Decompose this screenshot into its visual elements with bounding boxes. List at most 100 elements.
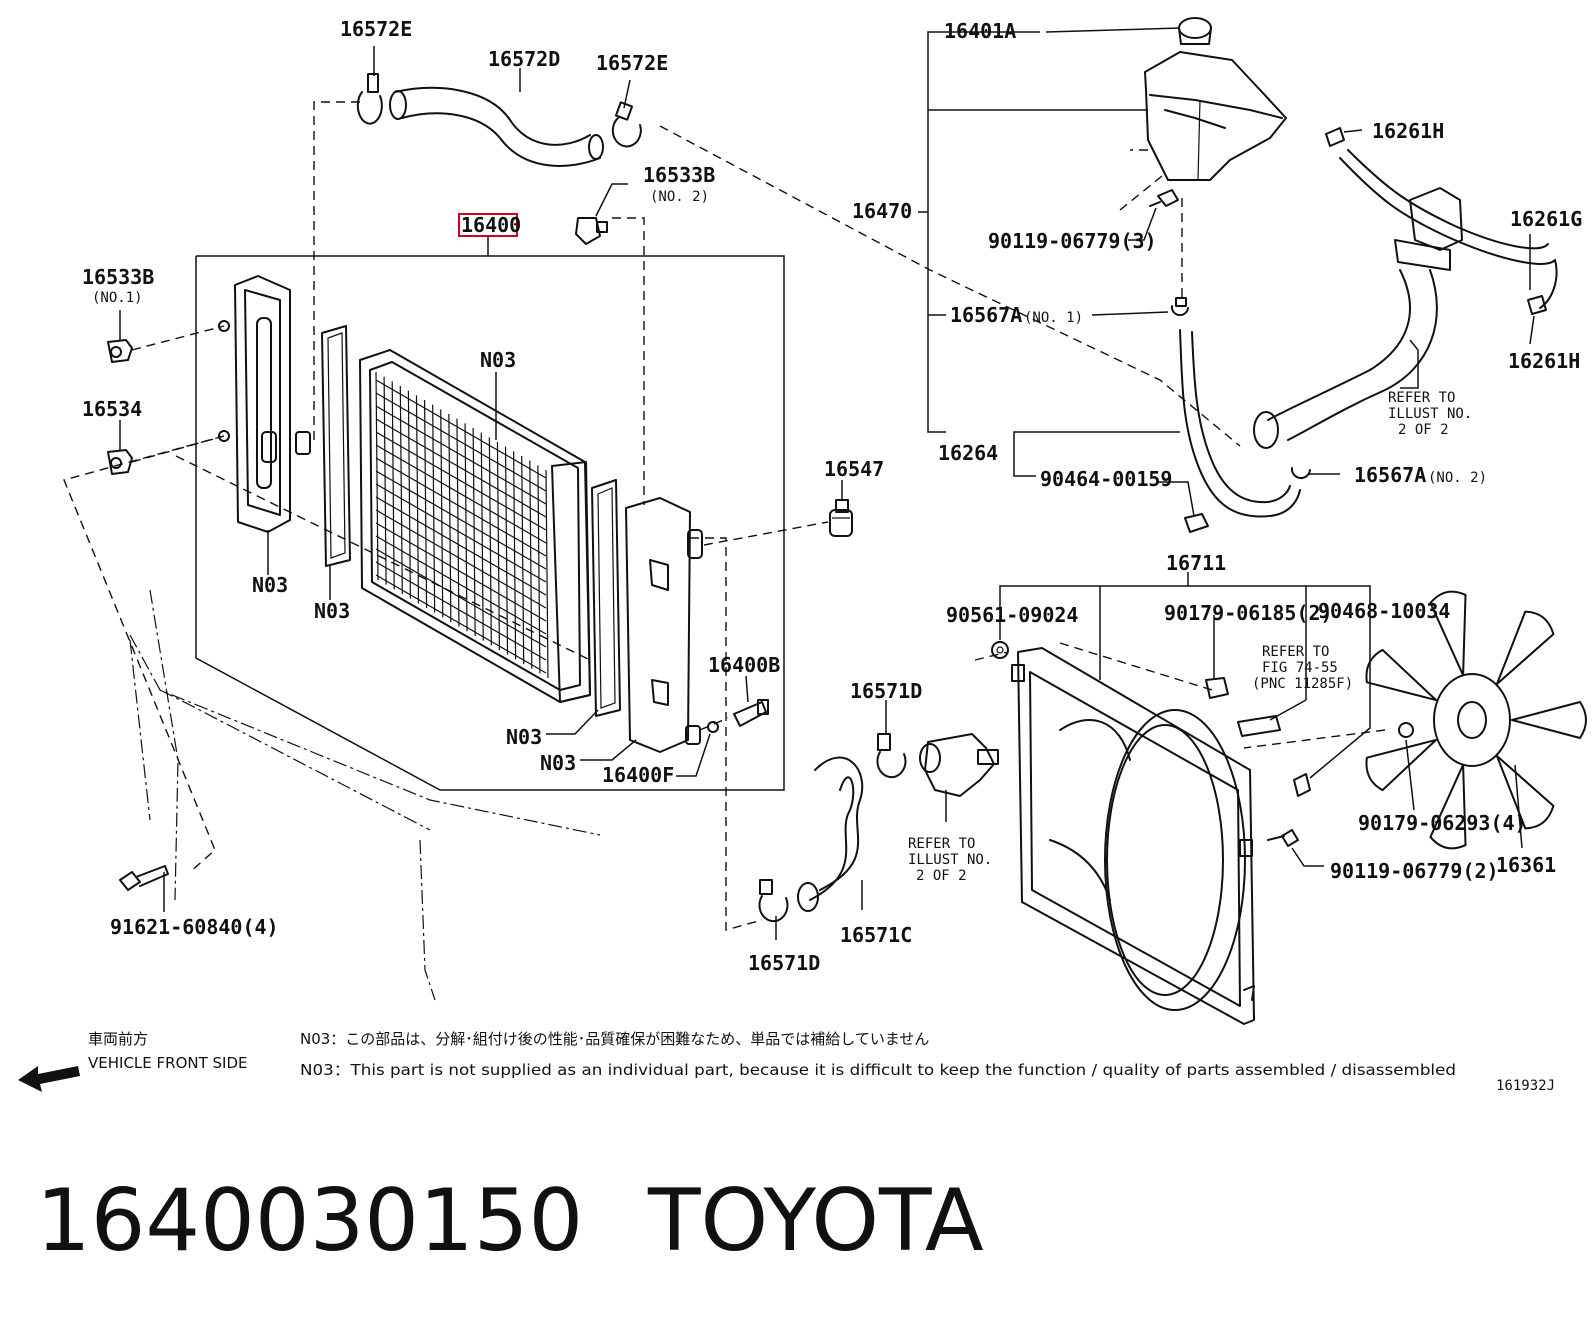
fan-blade [1495,610,1555,686]
radiator-right-tank[interactable] [625,497,703,753]
clamp-16567a-no1[interactable] [1170,297,1189,317]
hose-clip-90464[interactable] [1184,513,1209,533]
bolt-90119-top[interactable] [1149,189,1179,207]
hose-clamp-16571d-top[interactable] [876,733,907,779]
label-16534: 16534 [82,397,142,421]
fan-blade [1495,754,1555,830]
illustration-id: 161932J [1496,1078,1555,1094]
label-90119-bottom: 90119-06779(2) [1330,859,1499,883]
label-refer-mid-1: REFER TO [908,836,975,852]
fan-blade [1365,648,1437,702]
front-side-indicator: 車両前方 VEHICLE FRONT SIDE [18,1030,248,1092]
label-refer-fig-3: (PNC 11285F) [1252,676,1353,692]
label-16261h-top: 16261H [1372,119,1444,143]
label-16572e-left: 16572E [340,17,412,41]
fan-blade [1429,763,1467,850]
front-side-en: VEHICLE FRONT SIDE [88,1054,248,1072]
label-refer-fig-1: REFER TO [1262,644,1329,660]
label-16571c: 16571C [840,923,912,947]
bolt-91621-60840[interactable] [119,865,169,891]
leader-lines [119,27,1535,940]
label-90464: 90464-00159 [1040,467,1172,491]
cooling-fan[interactable] [1365,590,1587,850]
hose-clamp-16572e-left[interactable] [356,73,383,125]
label-16361: 16361 [1496,853,1556,877]
label-refer-top-1: REFER TO [1388,390,1455,406]
label-16261g: 16261G [1510,207,1582,231]
label-n03-core: N03 [480,348,516,372]
clip-90179-06185[interactable] [1205,677,1229,699]
overflow-hose-16261g[interactable] [1339,149,1558,309]
label-refer-mid-3: 2 OF 2 [916,868,967,884]
fan-coupling-part [1237,715,1281,737]
label-16571d-top: 16571D [850,679,922,703]
filler-neck-hose[interactable] [1253,187,1463,449]
nut-90179-06293[interactable] [1398,722,1414,738]
label-refer-mid-2: ILLUST NO. [908,852,992,868]
caption-brand: TOYOTA [647,1171,984,1271]
assembly-dashed-lines [63,101,1386,931]
label-n03-left-seal: N03 [314,599,350,623]
label-16264: 16264 [938,441,998,465]
label-16400b: 16400B [708,653,780,677]
hose-clamp-16572e-right[interactable] [611,101,642,148]
bolt-90119-bottom[interactable] [1267,829,1299,847]
bushing-16534[interactable] [107,449,133,475]
clip-16261h-bottom[interactable] [1527,295,1547,315]
radiator-core[interactable] [359,349,591,703]
clamp-16567a-no2[interactable] [1290,467,1311,479]
highlight-box-16400 [458,213,518,237]
label-n03-right-seal: N03 [506,725,542,749]
radiator-left-seal[interactable] [321,325,351,567]
drain-plug-16400b[interactable] [733,699,769,727]
fan-blade [1429,590,1467,677]
label-90119-top: 90119-06779(3) [988,229,1157,253]
label-16567a-no1: 16567A [950,303,1022,327]
caption-part-number: 1640030150 [36,1171,583,1271]
drain-cock-16547[interactable] [829,499,853,537]
label-16572d: 16572D [488,47,560,71]
label-n03-left-tank: N03 [252,573,288,597]
label-refer-top-3: 2 OF 2 [1398,422,1449,438]
clip-16261h-top[interactable] [1325,127,1345,147]
label-90561: 90561-09024 [946,603,1078,627]
label-91621-60840: 91621-60840(4) [110,915,279,939]
label-16400: 16400 [461,213,521,237]
fan-shroud[interactable] [1011,647,1255,1025]
vehicle-body-outline [129,589,601,1001]
hose-clamp-16571d-bottom[interactable] [758,879,789,923]
label-16567a-no2-sub: (NO. 2) [1428,470,1487,486]
bushing-16533b-no1[interactable] [107,339,133,363]
label-90179-06185: 90179-06185(2) [1164,601,1333,625]
label-refer-fig-2: FIG 74-55 [1262,660,1338,676]
nut-90561[interactable] [991,641,1009,659]
upper-radiator-hose[interactable] [389,86,604,167]
label-16533b-no1-sub: (NO.1) [92,290,143,306]
label-16572e-right: 16572E [596,51,668,75]
label-16533b-no1: 16533B [82,265,154,289]
lower-radiator-hose[interactable] [797,756,864,912]
label-16401a: 16401A [944,19,1016,43]
label-16711: 16711 [1166,551,1226,575]
radiator-assembly-frame [195,237,785,791]
radiator-left-tank[interactable] [218,275,311,533]
radiator-right-seal[interactable] [591,479,621,717]
n03-note-en: N03：This part is not supplied as an indi… [300,1061,1456,1079]
clip-90468[interactable] [1293,773,1311,797]
part-labels: 16572E 16572D 16572E 16533B (NO. 2) 1640… [82,17,1582,975]
label-16470: 16470 [852,199,912,223]
reservoir-cap-16401a[interactable] [1178,17,1212,45]
label-16533b-no2: 16533B [643,163,715,187]
fan-blade [1365,738,1437,792]
label-16547: 16547 [824,457,884,481]
water-outlet-housing[interactable] [919,733,999,797]
reservoir-hose-16264[interactable] [1179,329,1301,518]
n03-note-jp: N03：この部品は、分解･組付け後の性能･品質確保が困難なため、単品では補給して… [300,1030,929,1048]
arrow-left-icon [18,1066,80,1092]
fan-blade [1511,701,1587,739]
coolant-reservoir-tank[interactable] [1144,51,1287,181]
bushing-16533b-no2[interactable] [575,217,608,245]
label-n03-right-tank: N03 [540,751,576,775]
